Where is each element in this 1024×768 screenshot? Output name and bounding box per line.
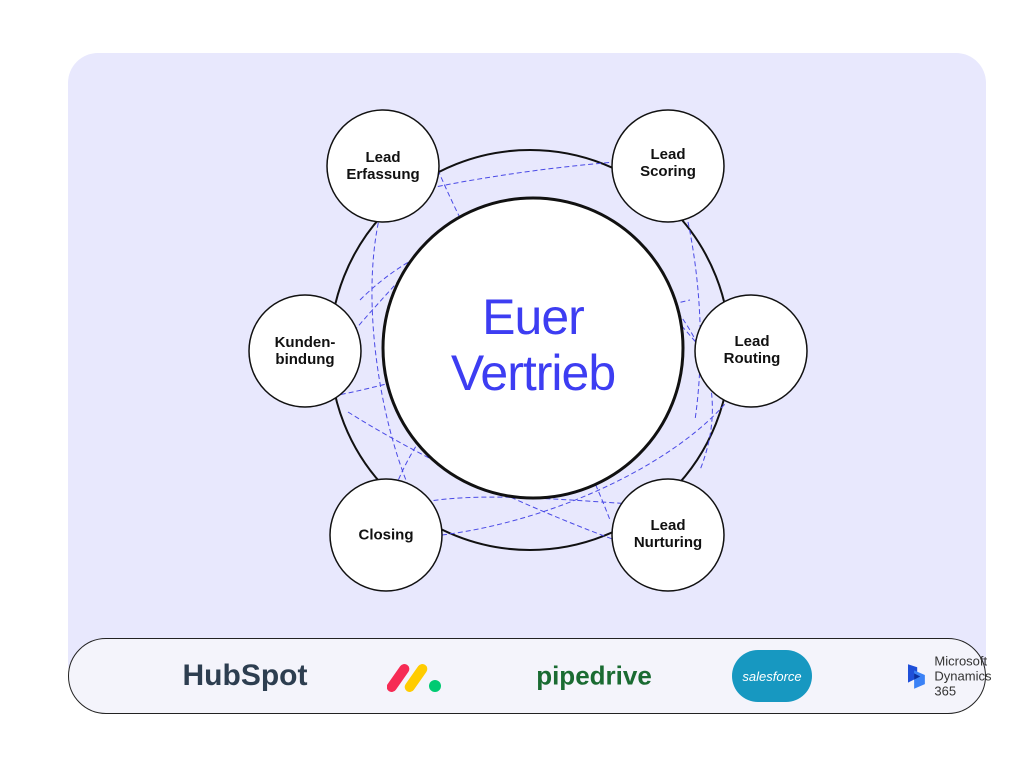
node-circle-kundenbindung [248, 294, 362, 408]
pipedrive-logo: pipedrive [536, 661, 652, 692]
hubspot-logo: HubSpot [183, 659, 308, 693]
microsoft-dynamics-wordmark: Microsoft Dynamics 365 [934, 653, 992, 699]
node-circle-lead-routing [694, 294, 808, 408]
node-label-closing: Closing [358, 526, 414, 544]
node-label-kundenbindung: Kunden- bindung [274, 334, 336, 368]
node-circle-lead-scoring [611, 109, 725, 223]
center-circle [381, 196, 685, 500]
salesforce-wordmark: salesforce [742, 668, 802, 684]
crm-logo-bar: HubSpot pipedrive salesforce Microsoft D… [68, 638, 991, 714]
center-title: Euer Vertrieb [450, 289, 616, 401]
node-circle-lead-erfassung [326, 109, 440, 223]
node-label-lead-scoring: Lead Scoring [640, 146, 696, 180]
monday-logo-icon [387, 663, 441, 693]
salesforce-logo: salesforce [732, 650, 812, 702]
pipedrive-wordmark: pipedrive [536, 660, 652, 691]
node-label-lead-erfassung: Lead Erfassung [346, 149, 420, 183]
dynamics-365-icon [907, 663, 925, 689]
monday-logo [387, 656, 451, 696]
hubspot-wordmark: HubSpot [182, 659, 308, 692]
node-circle-closing [329, 478, 443, 592]
node-label-lead-routing: Lead Routing [723, 333, 781, 367]
node-label-lead-nurturing: Lead Nurturing [633, 517, 703, 551]
microsoft-dynamics-logo: Microsoft Dynamics 365 [906, 654, 997, 699]
salesforce-cloud: salesforce [732, 650, 812, 702]
node-circle-lead-nurturing [611, 478, 725, 592]
